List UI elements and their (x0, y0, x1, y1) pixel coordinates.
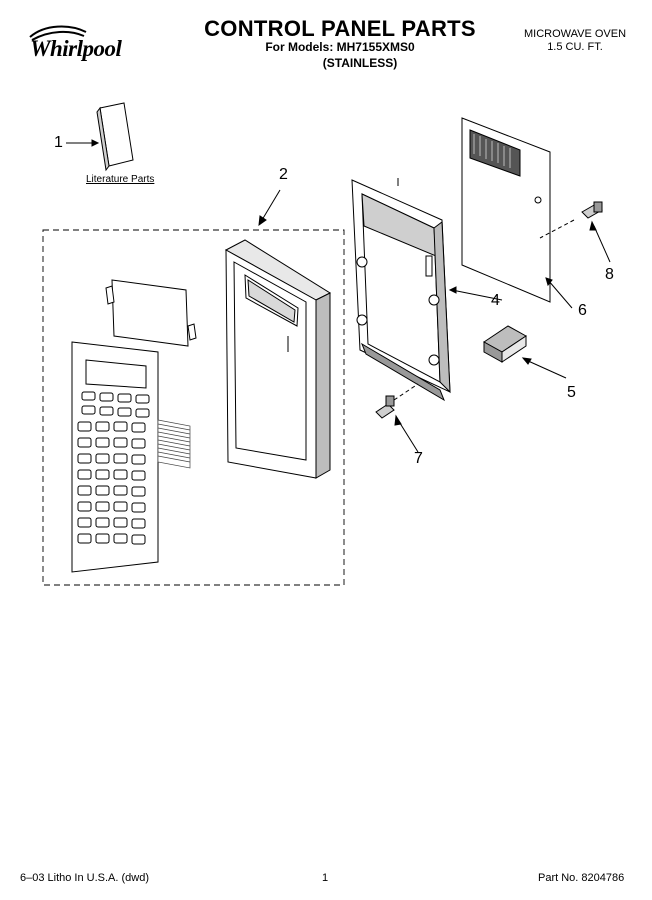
screw-8-part (539, 201, 611, 263)
literature-parts-label: Literature Parts (86, 174, 155, 185)
callout-6: 6 (578, 302, 587, 319)
control-panel-frame-part (224, 239, 332, 479)
screw-7-part (375, 383, 419, 453)
callout-8: 8 (605, 266, 614, 283)
page-number: 1 (322, 872, 329, 884)
product-type: MICROWAVE OVEN (523, 28, 627, 40)
whirlpool-logo: Whirlpool (24, 26, 136, 66)
callout-7: 7 (414, 450, 423, 467)
literature-booklet-part (66, 102, 134, 172)
page-title: CONTROL PANEL PARTS (204, 16, 476, 41)
brand-name: Whirlpool (30, 36, 122, 61)
whirlpool-logo-swoosh (29, 25, 87, 41)
display-window-part (105, 279, 197, 347)
product-description: MICROWAVE OVEN 1.5 CU. FT. (500, 28, 650, 54)
control-bracket-part (351, 178, 503, 402)
callout-2: 2 (279, 166, 288, 183)
callout-5: 5 (567, 384, 576, 401)
assembly-boundary-box (42, 229, 345, 586)
models-line: For Models: MH7155XMS0 (265, 40, 415, 54)
litho-info: 6–03 Litho In U.S.A. (dwd) (20, 872, 150, 884)
bracket-clip-part (483, 325, 567, 379)
model-variant: (STAINLESS) (322, 56, 398, 70)
callout-1: 1 (54, 134, 63, 151)
callout-4: 4 (491, 292, 500, 309)
part-number: Part No. 8204786 (538, 872, 625, 884)
leader-2 (258, 189, 281, 227)
control-board-part (461, 117, 573, 309)
membrane-keypad-part (71, 341, 191, 573)
product-capacity: 1.5 CU. FT. (547, 41, 603, 53)
